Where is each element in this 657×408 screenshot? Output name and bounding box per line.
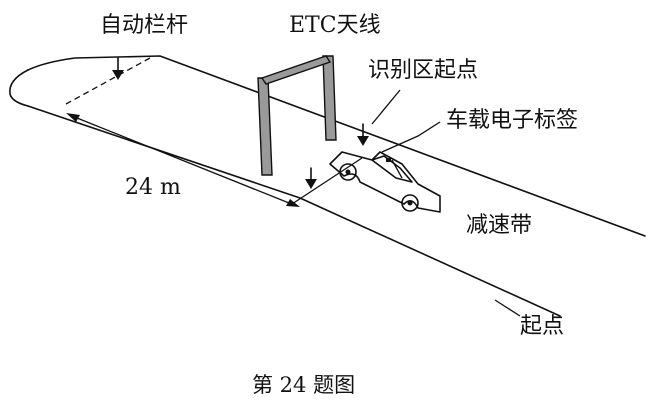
vehicle-tag-leader: [381, 121, 441, 153]
label-etc-antenna: ETC天线: [289, 13, 381, 38]
label-vehicle-tag: 车载电子标签: [446, 108, 578, 133]
road-near-edge: [27, 105, 561, 317]
distance-arrow-left: [66, 113, 80, 122]
start-marker: [305, 167, 317, 189]
figure-caption: 第 24 题图: [252, 373, 355, 397]
car-body: [329, 151, 441, 213]
distance-arrow-right: [286, 199, 300, 207]
gantry-right-pole: [322, 55, 337, 141]
road-outline: [9, 55, 646, 317]
road-far-edge: [27, 55, 646, 237]
car-windows: [371, 155, 413, 183]
distance-line: [71, 115, 295, 206]
gantry-left-pole: [257, 77, 273, 176]
label-speed-bump: 减速带: [466, 213, 532, 238]
car-rear-wheel: [401, 194, 419, 212]
car-icon: [329, 151, 441, 213]
zone-marker-head: [357, 136, 369, 146]
start-marker-head: [305, 179, 317, 189]
label-zone-start: 识别区起点: [368, 58, 478, 83]
etc-gantry: [257, 55, 337, 176]
distance-dimension: [66, 113, 300, 207]
label-distance: 24 m: [125, 175, 181, 200]
car-rear-hub: [407, 200, 413, 206]
zone-start-leader: [371, 89, 401, 125]
road-end-cap: [9, 69, 29, 107]
car-window-divider: [391, 159, 403, 179]
start-point-leader: [494, 299, 521, 317]
gantry-crossbar: [260, 55, 332, 85]
label-start-point: 起点: [520, 314, 564, 339]
barrier-marker-head: [112, 70, 124, 80]
barrier-line: [65, 57, 151, 105]
zone-start-marker: [357, 123, 369, 146]
zone-start-line: [291, 157, 363, 205]
car-front-wheel: [339, 163, 357, 181]
car-front-hub: [345, 169, 351, 175]
barrier-marker: [112, 57, 124, 80]
vehicle-tag-chip: [386, 158, 391, 162]
label-auto-barrier: 自动栏杆: [100, 13, 188, 38]
